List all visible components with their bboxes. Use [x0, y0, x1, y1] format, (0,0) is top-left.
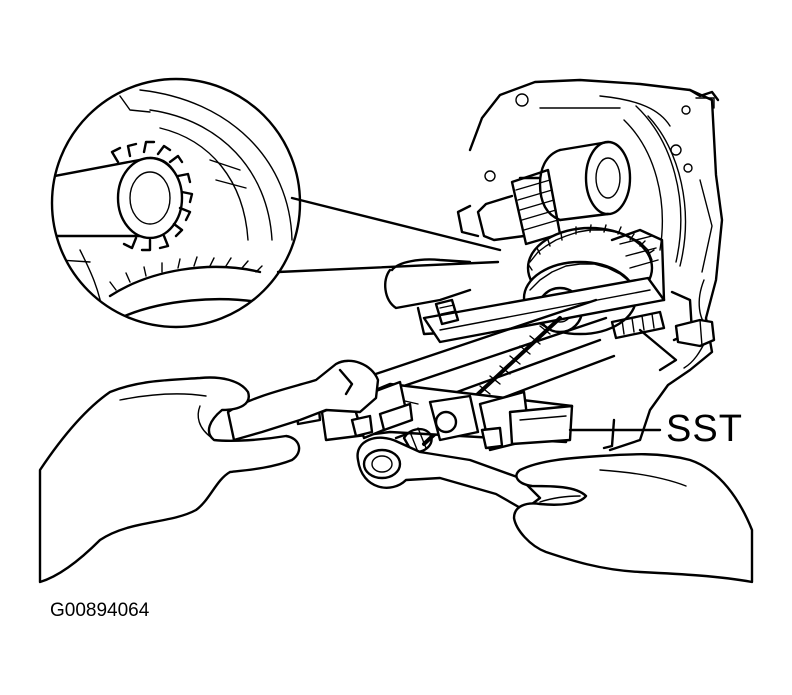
left-hand — [38, 376, 301, 584]
right-hand — [512, 453, 754, 584]
figure-id: G00894064 — [50, 600, 150, 621]
detail-magnifier — [50, 77, 502, 329]
sst-label: SST — [666, 408, 743, 450]
transmission-case — [468, 78, 724, 452]
open-end-wrench — [226, 359, 380, 442]
sst-leader-line — [568, 418, 662, 450]
ratchet-wrench — [356, 436, 542, 512]
transmission-shaft — [456, 140, 632, 246]
sst-puller-tool — [294, 276, 716, 454]
